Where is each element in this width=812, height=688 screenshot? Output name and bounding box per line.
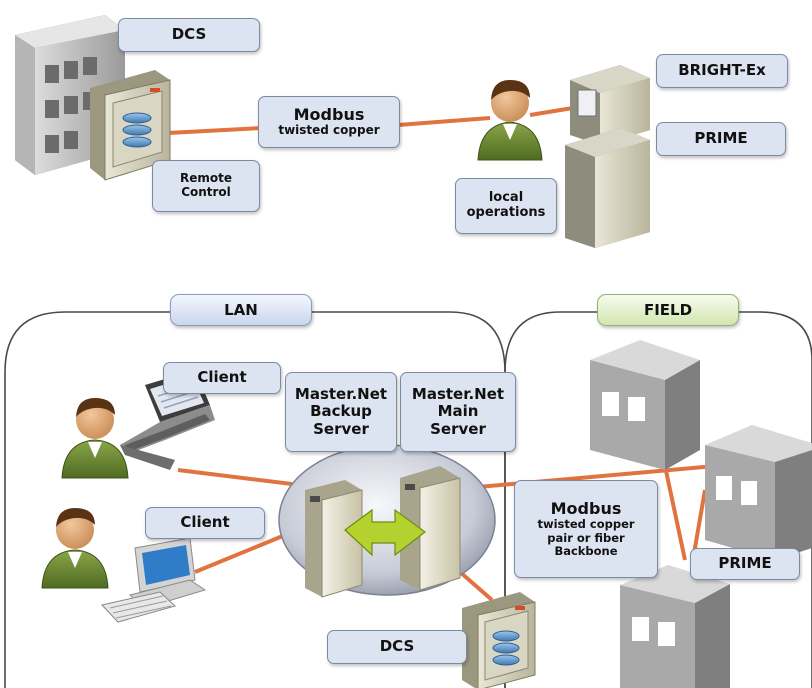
bright-ex-label: BRIGHT-Ex (656, 54, 788, 88)
field-zone-tab: FIELD (597, 294, 739, 326)
local-operations-line-1: local (488, 190, 524, 206)
local-operations-line-2: operations (466, 205, 546, 220)
modbus-bottom-title: Modbus (550, 498, 622, 518)
dcs-controller-bottom-icon (462, 592, 536, 688)
prime-cabinet-icon (565, 128, 650, 248)
remote-control-line-2: Control (181, 185, 231, 199)
dcs-bottom-label: DCS (327, 630, 467, 664)
backup-server-line-3: Server (313, 419, 369, 438)
backup-server-label: Master.Net Backup Server (285, 372, 397, 452)
main-server-line-3: Server (430, 419, 486, 438)
remote-control-line-1: Remote (179, 171, 232, 186)
prime-bottom-label: PRIME (690, 548, 800, 580)
remote-control-label: Remote Control (152, 160, 260, 212)
modbus-top-subtitle: twisted copper (278, 123, 380, 138)
modbus-top-label: Modbus twisted copper (258, 96, 400, 148)
modbus-bottom-line-1: twisted copper (537, 517, 635, 532)
desktop-computer-icon (101, 537, 207, 623)
lan-zone-tab: LAN (170, 294, 312, 326)
dcs-controller-icon (90, 70, 171, 181)
field-cabinet-1-icon (590, 340, 700, 470)
link-dcs-to-modbus (167, 126, 263, 135)
main-server-line-2: Main (437, 402, 479, 421)
bright-ex-unit-icon (570, 65, 650, 145)
client-2-label: Client (145, 507, 265, 539)
main-server-line-1: Master.Net (411, 385, 505, 404)
field-boundary (504, 311, 812, 688)
link-client2-to-hub (194, 531, 291, 574)
backup-server-line-2: Backup (310, 402, 372, 421)
link-backbone-vertical (663, 465, 687, 561)
link-modbus-to-operator (397, 116, 491, 127)
operator-person-icon (477, 80, 543, 161)
dcs-top-label: DCS (118, 18, 260, 52)
modbus-top-title: Modbus (293, 104, 365, 124)
backup-server-icon (305, 480, 363, 598)
modbus-bottom-line-2: pair or fiber (547, 530, 625, 545)
local-operations-label: local operations (455, 178, 557, 234)
main-server-label: Master.Net Main Server (400, 372, 516, 452)
link-client1-to-hub (177, 468, 293, 486)
client-1-person-icon (61, 398, 129, 479)
main-server-icon (400, 466, 461, 591)
modbus-bottom-label: Modbus twisted copper pair or fiber Back… (514, 480, 658, 578)
failover-arrow-icon (344, 508, 427, 557)
prime-top-label: PRIME (656, 122, 786, 156)
field-cabinet-2-icon (705, 425, 812, 560)
backup-server-line-1: Master.Net (294, 385, 388, 404)
client-1-label: Client (163, 362, 281, 394)
network-links (167, 104, 716, 602)
modbus-bottom-line-3: Backbone (554, 543, 618, 558)
client-2-person-icon (41, 508, 109, 589)
field-cabinet-3-icon (620, 565, 730, 688)
master-net-server-hub (278, 444, 496, 598)
